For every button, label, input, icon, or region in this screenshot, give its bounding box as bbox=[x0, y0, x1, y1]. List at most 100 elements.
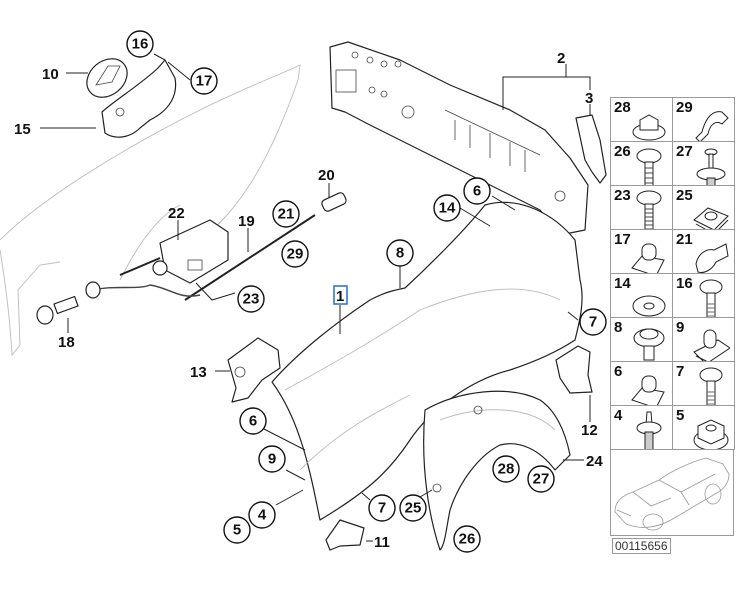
callout-19[interactable]: 19 bbox=[238, 213, 255, 230]
svg-text:17: 17 bbox=[196, 73, 213, 90]
parts-grid-cell-5[interactable]: 5 bbox=[672, 405, 735, 451]
svg-text:26: 26 bbox=[459, 531, 476, 548]
callout-5[interactable]: 5 bbox=[223, 516, 251, 544]
part-number: 28 bbox=[614, 99, 631, 116]
callout-28[interactable]: 28 bbox=[492, 455, 520, 483]
callout-9[interactable]: 9 bbox=[258, 445, 286, 473]
svg-text:23: 23 bbox=[243, 291, 260, 308]
callout-16[interactable]: 16 bbox=[126, 30, 154, 58]
callout-24[interactable]: 24 bbox=[586, 453, 603, 470]
parts-grid-cell-25[interactable]: 25 bbox=[672, 185, 735, 234]
svg-text:9: 9 bbox=[268, 451, 276, 468]
hex-nut-icon bbox=[693, 419, 729, 451]
callout-1[interactable]: 1 bbox=[336, 288, 344, 305]
callout-12[interactable]: 12 bbox=[581, 422, 598, 439]
callout-17[interactable]: 17 bbox=[190, 67, 218, 95]
clip-nut-icon bbox=[631, 375, 665, 409]
part-number: 17 bbox=[614, 231, 631, 248]
svg-text:7: 7 bbox=[589, 314, 597, 331]
body-outline-left bbox=[0, 64, 301, 357]
rod-part-19 bbox=[184, 214, 316, 301]
callout-7-bottom[interactable]: 7 bbox=[368, 494, 396, 522]
callout-27[interactable]: 27 bbox=[527, 465, 555, 493]
callout-7-right[interactable]: 7 bbox=[579, 308, 607, 336]
part-number: 23 bbox=[614, 187, 631, 204]
self-tapping-screw-icon bbox=[636, 190, 662, 233]
parts-grid-cell-14[interactable]: 14 bbox=[610, 273, 673, 318]
callout-21[interactable]: 21 bbox=[272, 200, 300, 228]
callout-4[interactable]: 4 bbox=[248, 501, 276, 529]
svg-text:7: 7 bbox=[378, 500, 386, 517]
parts-grid-cell-8[interactable]: 8 bbox=[610, 317, 673, 362]
parts-grid-cell-9[interactable]: 9 bbox=[672, 317, 735, 365]
filler-housing-part-15 bbox=[101, 59, 177, 138]
expanding-rivet-icon bbox=[696, 148, 726, 189]
part-number: 6 bbox=[614, 363, 623, 380]
fuel-flap-part-10 bbox=[86, 58, 128, 98]
clip-nut-angled-icon bbox=[693, 329, 730, 365]
svg-text:25: 25 bbox=[405, 500, 422, 517]
parts-grid-cell-21[interactable]: 21 bbox=[672, 229, 735, 274]
bracket-part-12 bbox=[555, 345, 593, 394]
svg-text:16: 16 bbox=[132, 36, 149, 53]
parts-grid-cell-7[interactable]: 7 bbox=[672, 361, 735, 409]
part-number: 9 bbox=[676, 319, 685, 336]
callout-8[interactable]: 8 bbox=[386, 239, 414, 267]
hex-bolt-icon bbox=[699, 279, 723, 321]
svg-text:14: 14 bbox=[439, 200, 456, 217]
plug-part-18 bbox=[36, 281, 201, 325]
callout-2[interactable]: 2 bbox=[557, 50, 565, 67]
callout-6-top[interactable]: 6 bbox=[463, 177, 491, 205]
callout-13[interactable]: 13 bbox=[190, 364, 207, 381]
retaining-clip-icon bbox=[695, 243, 729, 273]
part-number: 14 bbox=[614, 275, 631, 292]
svg-text:6: 6 bbox=[249, 413, 257, 430]
svg-text:6: 6 bbox=[473, 183, 481, 200]
callout-1-highlighted[interactable]: 1 bbox=[333, 285, 348, 305]
svg-text:28: 28 bbox=[498, 461, 515, 478]
parts-grid-cell-16[interactable]: 16 bbox=[672, 273, 735, 321]
part-number: 5 bbox=[676, 407, 685, 424]
parts-grid-cell-4[interactable]: 4 bbox=[610, 405, 673, 453]
svg-text:27: 27 bbox=[533, 471, 550, 488]
parts-grid-cell-27[interactable]: 27 bbox=[672, 141, 735, 189]
parts-grid-cell-29[interactable]: 29 bbox=[672, 97, 735, 143]
part-number: 8 bbox=[614, 319, 623, 336]
part-number: 16 bbox=[676, 275, 693, 292]
parts-grid-cell-23[interactable]: 23 bbox=[610, 185, 673, 233]
car-thumbnail-cell bbox=[610, 449, 734, 536]
flange-nut-cap-icon bbox=[632, 114, 666, 141]
hex-bolt-icon bbox=[699, 367, 723, 409]
callout-10[interactable]: 10 bbox=[42, 66, 59, 83]
circled-callouts: 16 17 21 29 23 6 14 8 7 6 9 4 5 7 25 26 … bbox=[126, 30, 607, 553]
callout-3[interactable]: 3 bbox=[585, 90, 593, 107]
callout-25[interactable]: 25 bbox=[399, 494, 427, 522]
part-number: 25 bbox=[676, 187, 693, 204]
parts-grid-cell-26[interactable]: 26 bbox=[610, 141, 673, 187]
callout-14[interactable]: 14 bbox=[433, 194, 461, 222]
callout-6-left[interactable]: 6 bbox=[239, 407, 267, 435]
part-number: 29 bbox=[676, 99, 693, 116]
clip-nut-icon bbox=[631, 243, 665, 277]
parts-grid-cell-28[interactable]: 28 bbox=[610, 97, 673, 142]
svg-text:8: 8 bbox=[396, 245, 404, 262]
svg-text:29: 29 bbox=[287, 246, 304, 263]
callout-26[interactable]: 26 bbox=[453, 525, 481, 553]
callout-18[interactable]: 18 bbox=[58, 334, 75, 351]
callout-20[interactable]: 20 bbox=[318, 167, 335, 184]
sedan-car-outline-icon bbox=[614, 457, 730, 531]
callout-22[interactable]: 22 bbox=[168, 205, 185, 222]
leader-lines bbox=[40, 53, 591, 542]
callout-15[interactable]: 15 bbox=[14, 121, 31, 138]
callout-29[interactable]: 29 bbox=[281, 240, 309, 268]
part-number: 26 bbox=[614, 143, 631, 160]
callout-23[interactable]: 23 bbox=[237, 285, 265, 313]
parts-grid-cell-6[interactable]: 6 bbox=[610, 361, 673, 409]
wheel-arch-liner-part-24 bbox=[423, 390, 571, 551]
svg-text:4: 4 bbox=[258, 507, 267, 524]
actuator-part-22 bbox=[119, 219, 229, 284]
callout-11[interactable]: 11 bbox=[374, 534, 390, 551]
torx-screw-icon bbox=[636, 148, 662, 187]
parts-grid-cell-17[interactable]: 17 bbox=[610, 229, 673, 277]
